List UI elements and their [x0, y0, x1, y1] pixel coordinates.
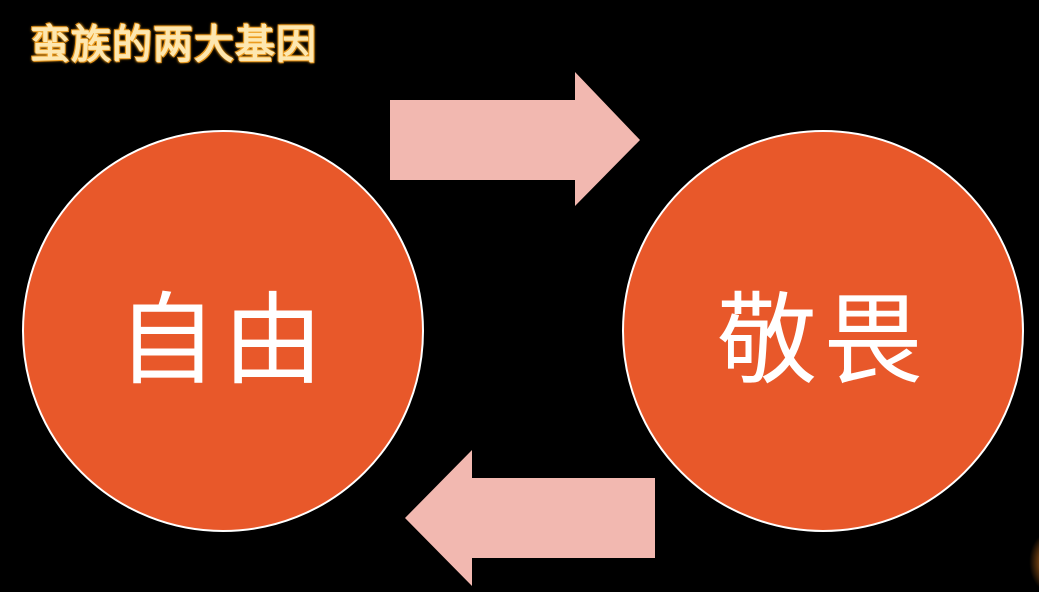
arrow-left [405, 450, 655, 586]
circle-freedom: 自由 [22, 130, 424, 532]
circle-reverence: 敬畏 [622, 130, 1024, 532]
circle-label: 敬畏 [717, 281, 929, 399]
corner-glow [1029, 532, 1039, 592]
circle-label: 自由 [117, 281, 329, 399]
slide-title: 蛮族的两大基因 [30, 22, 317, 68]
arrow-right [390, 72, 640, 206]
